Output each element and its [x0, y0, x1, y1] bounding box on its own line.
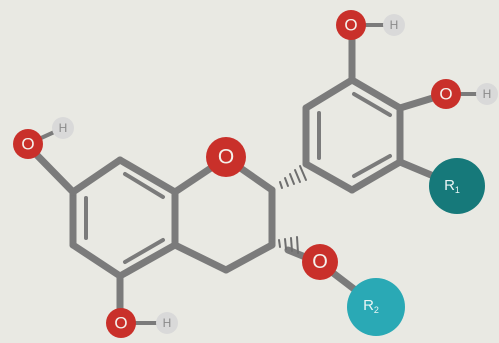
hydrogen-label: H: [390, 18, 399, 32]
ring-a-inner-bonds: [84, 172, 165, 264]
r1-group-label: R1: [444, 177, 460, 196]
bond-b5: [348, 158, 404, 194]
hydrogen-atom-4p: H: [476, 83, 498, 105]
oxygen-label: O: [114, 314, 127, 333]
oxygen-label: O: [218, 146, 234, 169]
bond-a-inner2: [123, 238, 165, 264]
hashed-bond-c3: [278, 236, 299, 254]
ring-b-inner-bonds: [317, 92, 392, 178]
hash-c2-2: [284, 177, 289, 187]
oxygen-label: O: [21, 135, 34, 154]
bond-a-inner1: [123, 172, 165, 199]
hashed-bond-c2: [279, 165, 307, 189]
bond-b-inner3: [352, 154, 392, 178]
hash-c3-2: [284, 238, 287, 250]
bond-b6: [302, 160, 356, 194]
bond-b3: [348, 76, 404, 112]
hash-c2-3: [289, 173, 295, 185]
hydrogen-label: H: [483, 87, 492, 101]
ring-b-bonds: [302, 76, 404, 194]
bond-c5: [171, 241, 230, 274]
hash-c2-4: [294, 169, 301, 183]
hash-c2-5: [299, 165, 307, 181]
oxygen-atom-3: O: [302, 244, 338, 280]
oxygen-label: O: [312, 251, 328, 273]
oxygen-atom-ring: O: [206, 137, 246, 177]
hydrogen-label: H: [59, 121, 68, 135]
bond-b2: [302, 76, 356, 112]
hydrogen-atom-3p: H: [383, 14, 405, 36]
hash-c2-1: [279, 181, 283, 189]
hydrogen-label: H: [163, 316, 172, 330]
oxygen-label: O: [344, 16, 357, 35]
r2-group: R2: [347, 278, 405, 336]
r2-group-label: R2: [363, 297, 379, 316]
bond-a3: [116, 241, 179, 280]
hydrogen-atom-7: H: [52, 117, 74, 139]
oxygen-atom-4p: O: [431, 79, 461, 109]
oxygen-atom-7: O: [13, 129, 43, 159]
bond-b-inner2: [352, 92, 392, 117]
bond-c4: [222, 241, 276, 274]
ring-a-bonds: [69, 156, 179, 280]
bond-a4: [69, 241, 124, 280]
hydrogen-atom-5: H: [156, 312, 178, 334]
r1-group: R1: [429, 158, 485, 214]
oxygen-atom-5: O: [106, 308, 136, 338]
bond-a1: [116, 156, 179, 196]
hash-c3-3: [290, 237, 293, 252]
hash-c3-4: [296, 236, 299, 254]
bond-a6: [69, 156, 124, 196]
oxygen-atom-3p: O: [336, 10, 366, 40]
oxygen-label: O: [439, 85, 452, 104]
hash-c3-1: [278, 239, 281, 248]
